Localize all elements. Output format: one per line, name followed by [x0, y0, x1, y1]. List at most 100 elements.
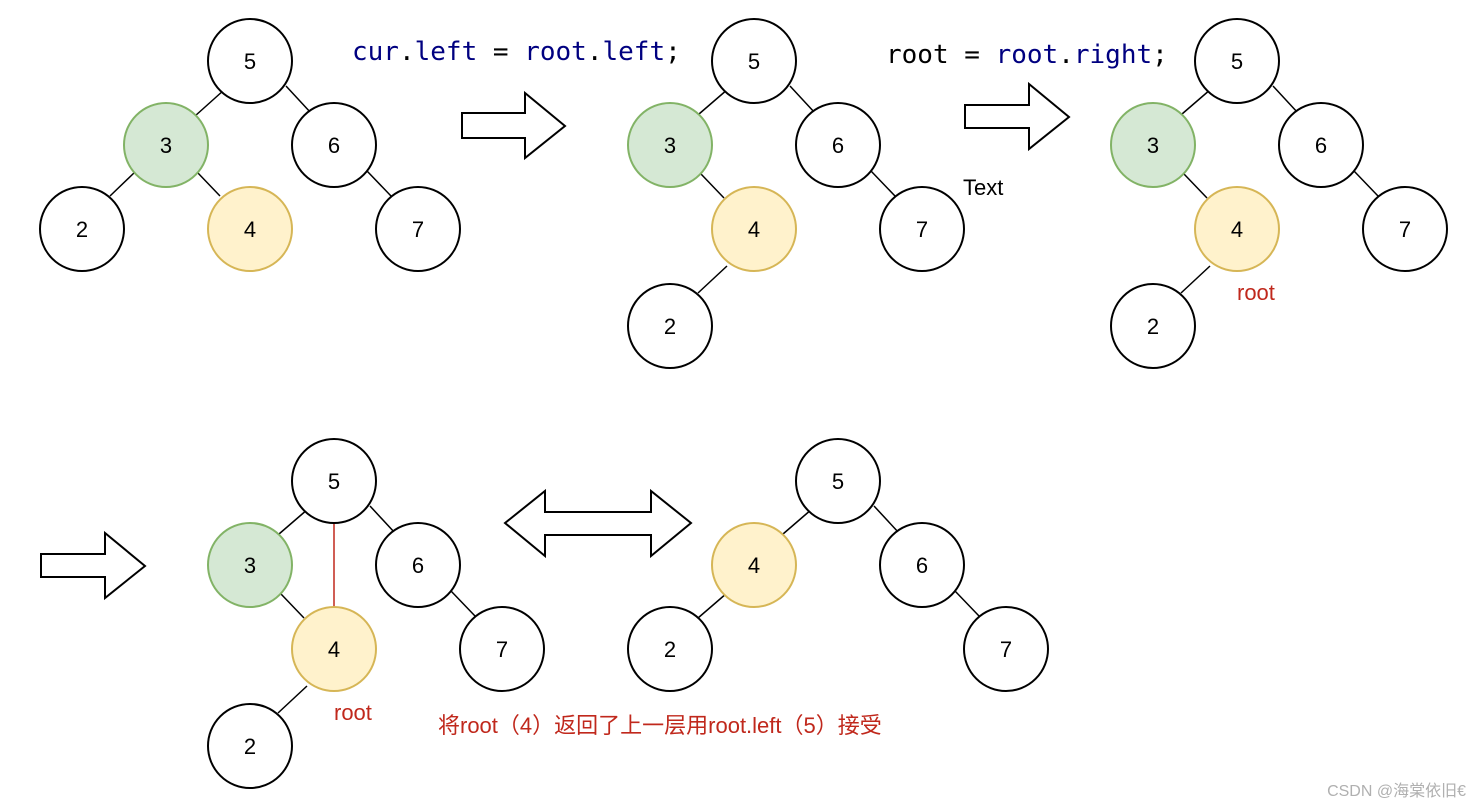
node-label: 5 — [244, 49, 256, 74]
node-label: 7 — [1000, 637, 1012, 662]
tree-node — [1110, 102, 1196, 188]
node-label: 4 — [244, 217, 256, 242]
tree-node — [207, 522, 293, 608]
edge — [285, 85, 312, 114]
node-label: 4 — [1231, 217, 1243, 242]
code-token: cur — [352, 37, 399, 67]
tree-node — [375, 522, 461, 608]
code-token: . — [1058, 40, 1074, 70]
caption: 将root（4）返回了上一层用root.left（5）接受 — [438, 713, 882, 738]
tree-node — [123, 102, 209, 188]
edge — [1272, 85, 1299, 114]
node-label: 4 — [328, 637, 340, 662]
node-label: 3 — [664, 133, 676, 158]
node-label: 6 — [412, 553, 424, 578]
edge — [450, 590, 476, 617]
code-token: root — [996, 40, 1059, 70]
tree-node — [1110, 283, 1196, 369]
tree-node — [627, 606, 713, 692]
tree-node — [711, 186, 797, 272]
node-label: 2 — [1147, 314, 1159, 339]
code-token: . — [587, 37, 603, 67]
tree-node — [39, 186, 125, 272]
code-token: left — [415, 37, 478, 67]
code-token: right — [1074, 40, 1152, 70]
tree-node — [627, 102, 713, 188]
code-token: ; — [665, 37, 681, 67]
code-line-1: cur.left = root.left; — [352, 37, 681, 67]
code-token: ; — [1152, 40, 1168, 70]
tree-node — [711, 18, 797, 104]
code-token: . — [399, 37, 415, 67]
tree-3: 5 3 6 4 7 2 — [1110, 18, 1448, 369]
tree-node — [291, 438, 377, 524]
edge — [873, 505, 900, 534]
edge — [697, 592, 728, 619]
tree-node — [627, 283, 713, 369]
node-label: 5 — [748, 49, 760, 74]
edge — [1180, 265, 1211, 294]
tree-1: 5 3 6 2 4 7 — [39, 18, 461, 272]
tree-node — [291, 606, 377, 692]
node-label: 6 — [1315, 133, 1327, 158]
code-token: root — [886, 40, 949, 70]
right-arrow-icon — [461, 90, 567, 161]
node-label: 5 — [1231, 49, 1243, 74]
edge — [366, 170, 392, 197]
node-label: 7 — [1399, 217, 1411, 242]
edge — [870, 170, 896, 197]
node-label: 6 — [328, 133, 340, 158]
tree-5: 5 4 6 2 7 — [627, 438, 1049, 692]
node-label: 5 — [328, 469, 340, 494]
tree-node — [1194, 186, 1280, 272]
code-token: = — [477, 37, 524, 67]
edge — [280, 593, 305, 619]
watermark: CSDN @海棠依旧€ — [1327, 782, 1466, 800]
code-token: root — [524, 37, 587, 67]
edge — [369, 505, 396, 534]
node-label: 2 — [664, 314, 676, 339]
tree-node — [207, 186, 293, 272]
node-label: 7 — [412, 217, 424, 242]
tree-2: 5 3 6 4 7 2 — [627, 18, 965, 369]
node-label: 3 — [244, 553, 256, 578]
right-arrow-icon — [40, 530, 147, 601]
tree-node — [207, 18, 293, 104]
text-label: Text — [963, 175, 1003, 200]
code-token: = — [949, 40, 996, 70]
edge — [1353, 170, 1379, 197]
edge — [698, 88, 729, 115]
root-label: root — [334, 700, 372, 725]
node-label: 7 — [496, 637, 508, 662]
tree-node — [375, 186, 461, 272]
edge — [700, 173, 725, 199]
tree-4: 5 3 6 4 7 2 — [207, 438, 545, 789]
tree-node — [795, 438, 881, 524]
edge — [196, 171, 221, 197]
node-label: 5 — [832, 469, 844, 494]
tree-node — [291, 102, 377, 188]
node-label: 6 — [916, 553, 928, 578]
edge — [1183, 173, 1208, 199]
tree-node — [795, 102, 881, 188]
tree-node — [1278, 102, 1364, 188]
root-label: root — [1237, 280, 1275, 305]
tree-node — [207, 703, 293, 789]
node-label: 2 — [664, 637, 676, 662]
edge — [782, 508, 813, 535]
code-line-2: root = root.right; — [886, 40, 1168, 70]
tree-node — [1194, 18, 1280, 104]
double-arrow-icon — [503, 488, 693, 559]
tree-node — [879, 522, 965, 608]
code-token: left — [603, 37, 666, 67]
tree-node — [879, 186, 965, 272]
edge — [1181, 88, 1212, 115]
node-label: 2 — [76, 217, 88, 242]
edge — [954, 590, 980, 617]
edge — [109, 171, 136, 197]
edge — [277, 685, 308, 714]
edge — [697, 265, 728, 294]
node-label: 4 — [748, 553, 760, 578]
node-label: 3 — [1147, 133, 1159, 158]
